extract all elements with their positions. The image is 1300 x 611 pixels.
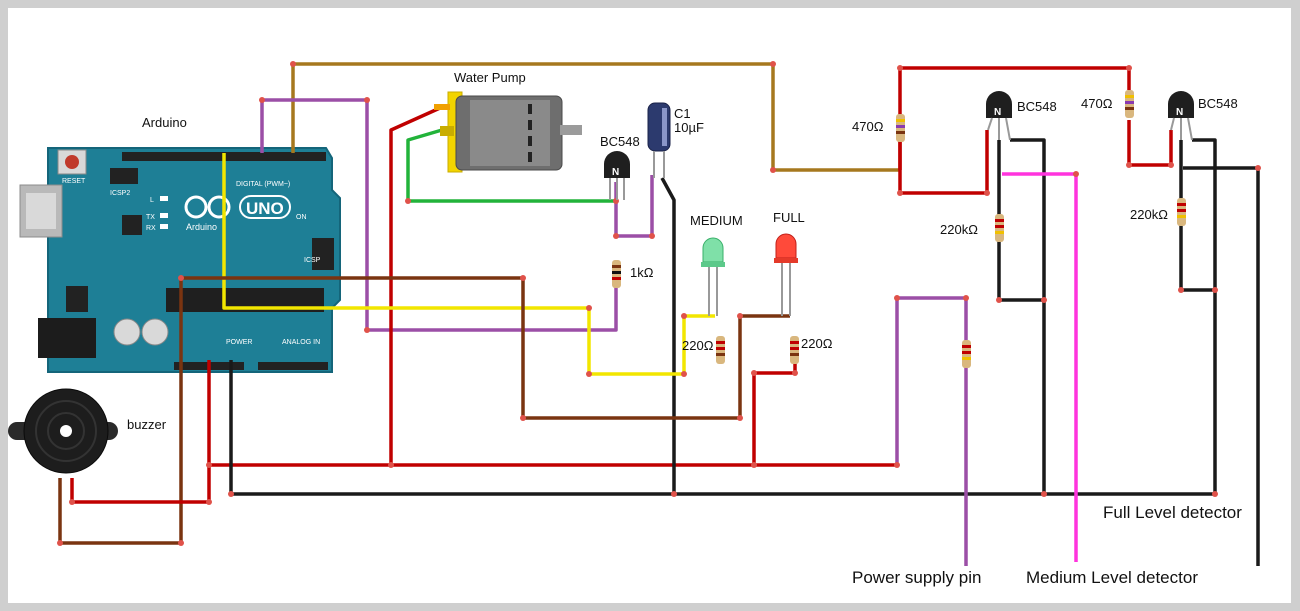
- icsp-label: ICSP: [304, 257, 321, 264]
- capacitor-c1: [647, 102, 671, 178]
- digital-label: DIGITAL (PWM~): [236, 181, 290, 188]
- resistor-470-a: [896, 114, 905, 142]
- board-capacitor-1: [113, 318, 141, 346]
- wire-red-q2-base: [898, 130, 989, 195]
- water-pump-label: Water Pump: [454, 70, 526, 85]
- led-full-red: [774, 233, 798, 316]
- buzzer: [8, 388, 118, 474]
- r-220k-b-label: 220kΩ: [1130, 207, 1168, 222]
- resistor-220k-b: [1177, 198, 1186, 226]
- svg-text:N: N: [1176, 107, 1183, 118]
- arduino-logo: UNO Arduino: [184, 195, 291, 232]
- wire-red-pump: [389, 106, 441, 465]
- power-supply-pin-label: Power supply pin: [852, 568, 981, 587]
- resistor-220k-a: [995, 214, 1004, 242]
- junction-dots: [57, 61, 1261, 546]
- wire-purple-cap: [614, 175, 654, 238]
- power-label: POWER: [226, 339, 252, 346]
- wire-red-q3-base: [1127, 120, 1173, 167]
- c1-label: C1: [674, 106, 691, 121]
- svg-text:N: N: [994, 107, 1001, 118]
- resistor-470-b: [1125, 90, 1134, 118]
- full-label: FULL: [773, 210, 805, 225]
- r-470-b-label: 470Ω: [1081, 96, 1113, 111]
- wire-purple-d5: [260, 98, 618, 332]
- resistor-220-green: [716, 336, 725, 364]
- transistor-q2: N: [986, 91, 1012, 141]
- r-220k-a-label: 220kΩ: [940, 222, 978, 237]
- bc548-q1-label: BC548: [600, 134, 640, 149]
- full-level-detector-label: Full Level detector: [1103, 503, 1242, 522]
- resistor-power: [962, 340, 971, 368]
- resistor-220-red: [790, 336, 799, 364]
- bc548-q3-label: BC548: [1198, 96, 1238, 111]
- arduino-label: Arduino: [142, 115, 187, 130]
- medium-label: MEDIUM: [690, 213, 743, 228]
- water-pump: [434, 91, 582, 173]
- r-220-green-label: 220Ω: [682, 338, 714, 353]
- wire-purple-power: [895, 296, 968, 566]
- wire-red-buzzer: [70, 465, 211, 504]
- buzzer-label: buzzer: [127, 417, 167, 432]
- r-220-red-label: 220Ω: [801, 336, 833, 351]
- c1-value-label: 10µF: [674, 120, 704, 135]
- tx-label: TX: [146, 214, 155, 221]
- usb-chip: [122, 215, 142, 235]
- svg-text:N: N: [612, 167, 619, 178]
- bc548-q2-label: BC548: [1017, 99, 1057, 114]
- on-label: ON: [296, 214, 307, 221]
- r-470-a-label: 470Ω: [852, 119, 884, 134]
- transistor-q3: N: [1168, 91, 1194, 141]
- wire-green-pump: [406, 128, 616, 203]
- voltage-regulator: [66, 286, 88, 312]
- power-jack: [38, 318, 96, 358]
- r-1k-label: 1kΩ: [630, 265, 654, 280]
- board-capacitor-2: [141, 318, 169, 346]
- icsp-header: [312, 238, 334, 270]
- led-medium-green: [701, 237, 725, 316]
- analog-label: ANALOG IN: [282, 339, 320, 346]
- rx-label: RX: [146, 225, 156, 232]
- icsp2-header: [110, 168, 138, 184]
- reset-label: RESET: [62, 178, 86, 185]
- analog-header: [258, 362, 328, 370]
- uno-label: UNO: [246, 199, 284, 218]
- wire-brown-buzzer: [58, 360, 183, 545]
- medium-level-detector-label: Medium Level detector: [1026, 568, 1198, 587]
- transistor-q1: N: [604, 151, 630, 200]
- wire-black-q3: [1192, 138, 1217, 494]
- led-l-label: L: [150, 197, 154, 204]
- resistor-1k: [612, 260, 621, 288]
- wire-black-q1: [660, 177, 676, 494]
- wire-black-q2: [1010, 138, 1046, 494]
- brand-label: Arduino: [186, 222, 217, 232]
- icsp2-label: ICSP2: [110, 190, 130, 197]
